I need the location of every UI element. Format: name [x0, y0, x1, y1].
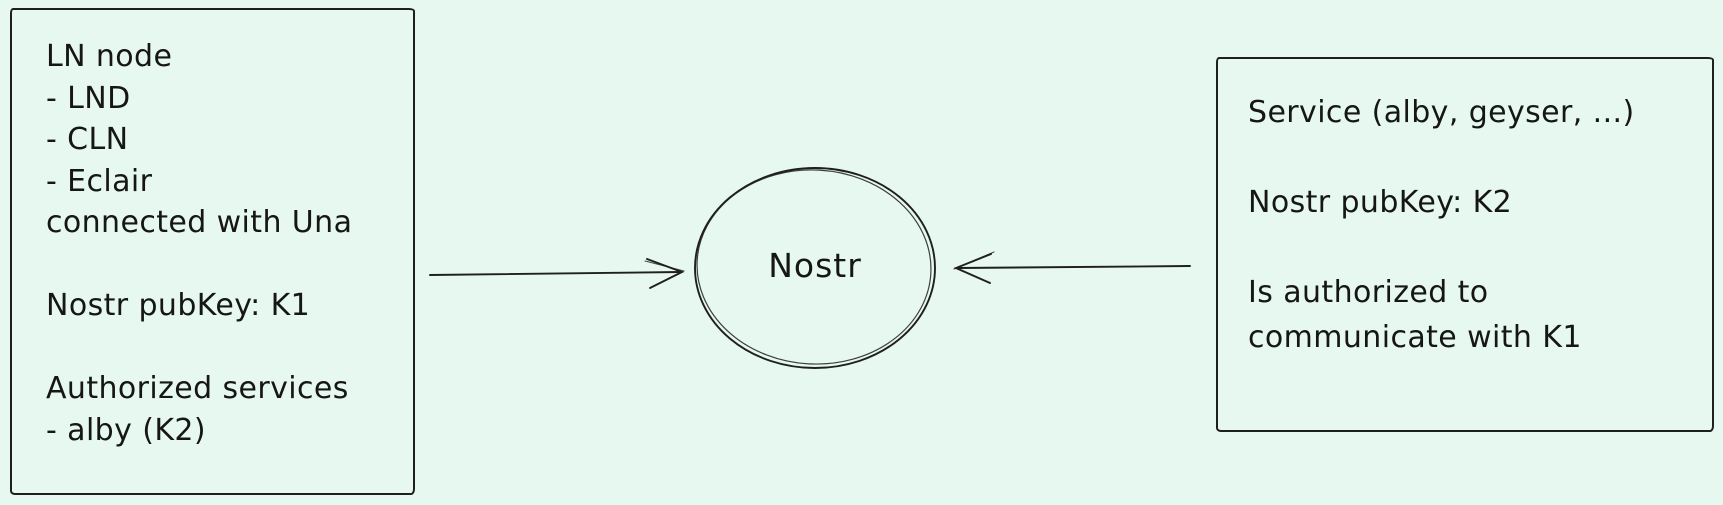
text-line [1248, 135, 1635, 180]
text-line [46, 244, 352, 286]
service-box [1216, 57, 1714, 432]
text-line: - CLN [46, 122, 129, 157]
text-line: Is authorized to [1248, 275, 1489, 310]
ln-node-text: LN node - LND - CLN - Eclair connected with … [46, 36, 352, 451]
arrow-service-to-nostr [953, 251, 1191, 284]
text-line: LN node [46, 39, 173, 74]
arrow-ln-node-to-nostr [429, 258, 685, 289]
text-line: - Eclair [46, 163, 153, 199]
text-line [1248, 225, 1635, 270]
text-line: communicate with K1 [1248, 320, 1582, 355]
text-line: - LND [46, 80, 131, 116]
text-line: Service (alby, geyser, ...) [1248, 95, 1635, 130]
nostr-label: Nostr [768, 245, 862, 285]
text-line: Authorized services [46, 371, 349, 406]
nostr-ellipse [694, 167, 936, 369]
text-line [46, 327, 352, 369]
text-line: Nostr pubKey: K2 [1248, 185, 1513, 220]
text-line: connected with Una [46, 205, 353, 240]
text-line: Nostr pubKey: K1 [46, 288, 311, 323]
service-text: Service (alby, geyser, ...) Nostr pubKey:… [1248, 90, 1635, 360]
ln-node-box [10, 8, 415, 495]
text-line: - alby (K2) [46, 412, 206, 448]
